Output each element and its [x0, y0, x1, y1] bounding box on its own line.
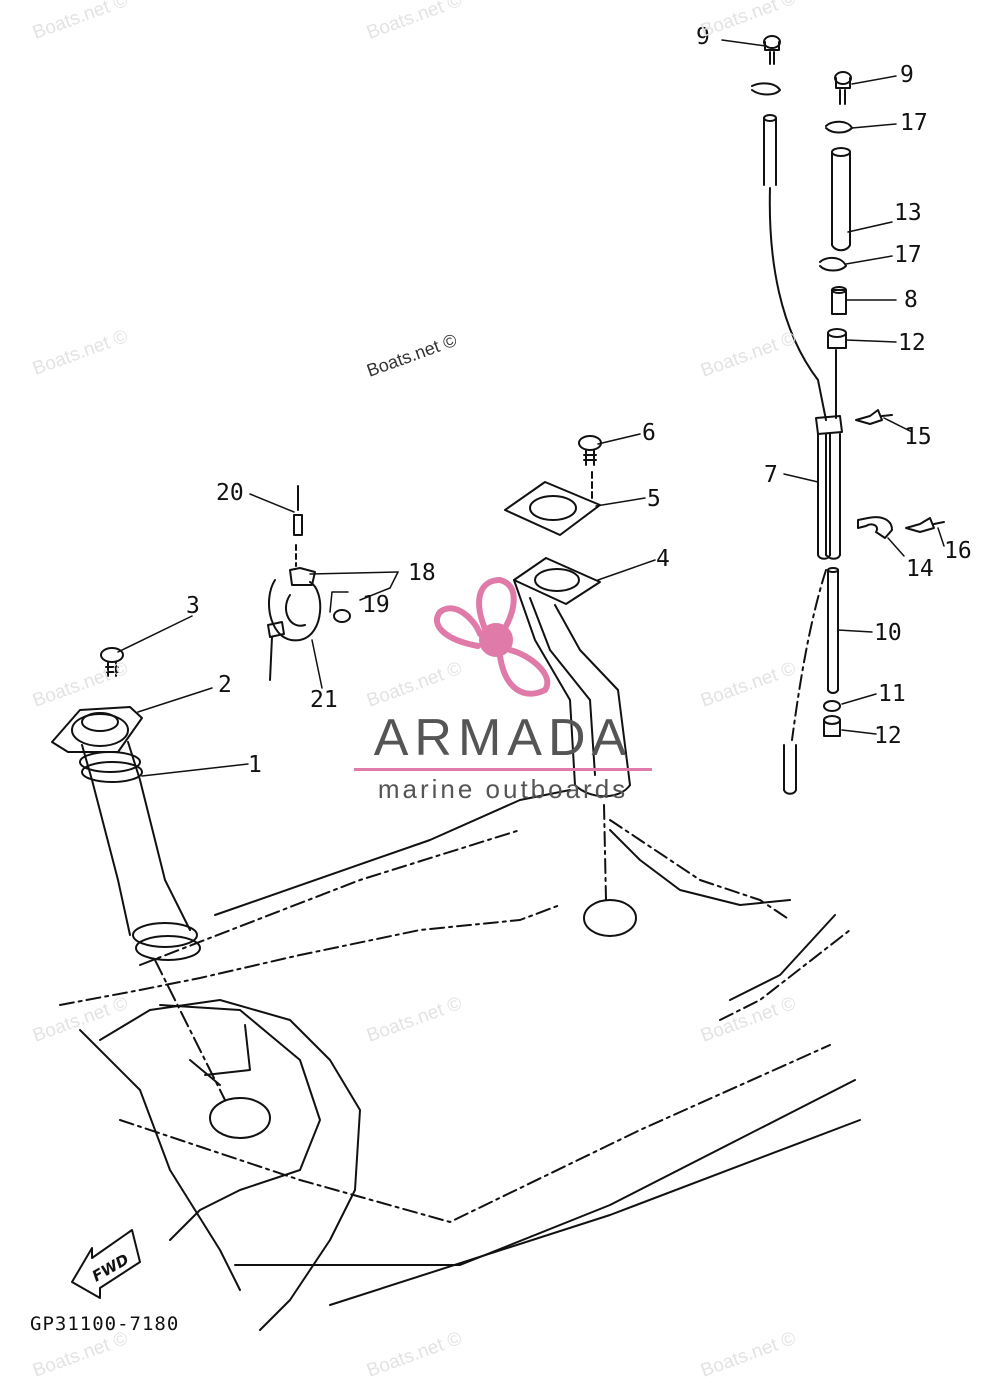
- brand-name: ARMADA: [373, 709, 633, 767]
- vent-duct-part-4: [513, 557, 631, 901]
- armada-propeller-logo: [433, 576, 551, 697]
- diagram-reference-code: GP31100-7180: [30, 1313, 180, 1335]
- clip-part-19: [333, 609, 351, 623]
- fwd-arrow-icon: [71, 1229, 141, 1299]
- callout-18: 18: [408, 560, 436, 586]
- callout-12-lower: 12: [874, 723, 902, 749]
- brand-tagline: marine outboards: [377, 774, 629, 804]
- callout-12-upper: 12: [898, 330, 926, 356]
- callout-5: 5: [647, 486, 661, 512]
- callout-7: 7: [764, 462, 778, 488]
- callout-9-top: 9: [696, 24, 710, 50]
- callout-8: 8: [904, 287, 918, 313]
- filler-tube-part-1: [51, 706, 226, 1101]
- screw-part-6: [578, 435, 602, 503]
- callout-14: 14: [906, 556, 934, 582]
- callout-1: 1: [248, 752, 262, 778]
- callout-20: 20: [216, 480, 244, 506]
- armada-brand-logo: ARMADA marine outboards: [348, 710, 658, 803]
- callout-13: 13: [894, 200, 922, 226]
- callout-15: 15: [904, 424, 932, 450]
- hull-outline: [59, 789, 861, 1331]
- callout-17-upper: 17: [900, 110, 928, 136]
- callout-9-right: 9: [900, 62, 914, 88]
- brand-divider: [354, 768, 652, 771]
- callout-10: 10: [874, 620, 902, 646]
- callout-4: 4: [656, 546, 670, 572]
- screw-part-3: [100, 647, 124, 677]
- callout-11: 11: [878, 681, 906, 707]
- callout-16: 16: [944, 538, 972, 564]
- callout-labels: 9 9 17 13 17 8 12 15 7 14 16 10 11 12 6 …: [186, 24, 972, 778]
- callout-21: 21: [310, 687, 338, 713]
- sensor-part-18: [267, 485, 322, 681]
- hose-assembly: [751, 35, 945, 795]
- callout-2: 2: [218, 672, 232, 698]
- gasket-part-5: [504, 481, 601, 536]
- leader-lines: [117, 39, 945, 777]
- callout-17-lower: 17: [894, 242, 922, 268]
- callout-3: 3: [186, 593, 200, 619]
- callout-6: 6: [642, 420, 656, 446]
- callout-19: 19: [362, 592, 390, 618]
